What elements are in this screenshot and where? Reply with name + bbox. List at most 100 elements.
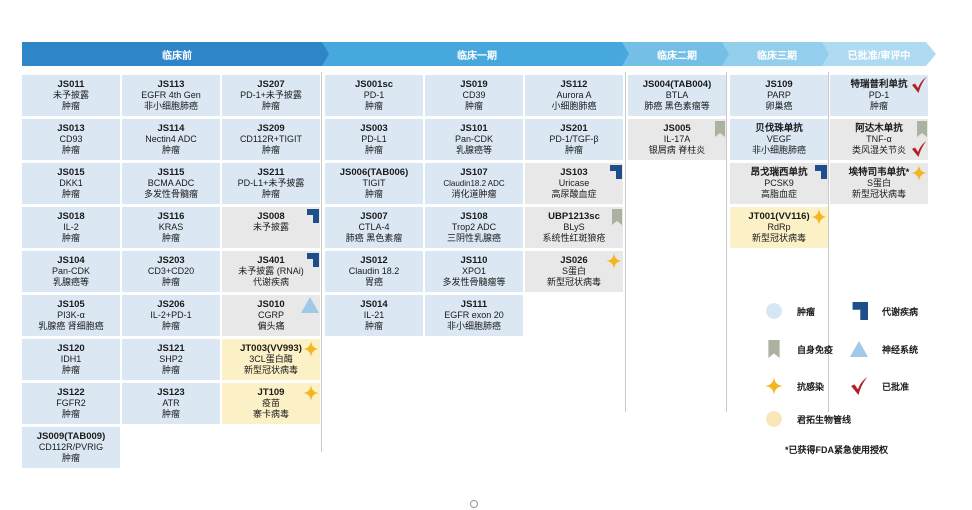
card-indication: 高脂血症 — [760, 189, 797, 199]
card-target: Trop2 ADC — [451, 222, 497, 232]
phase-1: 临床一期 — [322, 42, 632, 66]
approved-check-icon — [850, 377, 872, 395]
anti-infection-icon — [303, 385, 319, 401]
card-code: JT001(VV116) — [748, 211, 810, 222]
card-indication: 肿瘤 — [161, 233, 180, 243]
card-code: 昂戈瑞西单抗 — [750, 167, 808, 178]
card-indication: 系统性红斑狼疮 — [542, 233, 606, 243]
card-code: UBP1213sc — [548, 211, 600, 222]
card-target: BTLA — [665, 90, 689, 100]
card-code: JS115 — [157, 167, 185, 178]
legend-item-neuro: 神经系统 — [850, 340, 918, 358]
separator-4 — [828, 72, 829, 412]
card-indication: 肿瘤 — [61, 145, 80, 155]
anti-infection-icon — [765, 377, 787, 395]
card-indication: 乳腺癌等 — [52, 277, 89, 287]
metabolic-disease-icon — [305, 209, 319, 223]
card-target: 未予披露 — [252, 222, 289, 232]
card-target: 未予披露 (RNAi) — [238, 266, 304, 276]
card-target: CD3+CD20 — [147, 266, 195, 276]
card-code: JS120 — [57, 343, 85, 354]
card-code: JS019 — [460, 79, 488, 90]
card-code: JS211 — [257, 167, 285, 178]
card-target: PI3K-α — [57, 310, 85, 320]
autoimmune-icon — [765, 340, 787, 358]
legend-label: 自身免疫 — [797, 344, 834, 355]
card-code: JS012 — [360, 255, 388, 266]
legend-item-metabolic: 代谢疾病 — [850, 302, 918, 320]
card-code: JS010 — [257, 299, 285, 310]
card-indication: 肿瘤 — [61, 189, 80, 199]
card-indication: 代谢疾病 — [252, 277, 289, 287]
card-target: XPO1 — [461, 266, 486, 276]
card-target: CTLA-4 — [358, 222, 390, 232]
card-target: IL-17A — [663, 134, 691, 144]
card-target: 3CL蛋白酶 — [249, 354, 293, 364]
card-indication: 多发性骨髓瘤 — [143, 189, 198, 199]
junshi-pipeline-icon — [765, 410, 787, 428]
card-code: JS003 — [360, 123, 388, 134]
card-code: JT003(VV993) — [240, 343, 302, 354]
card-target: Pan-CDK — [454, 134, 493, 144]
card-code: JS207 — [257, 79, 285, 90]
card-target: IL-2+PD-1 — [150, 310, 192, 320]
card-code: JS203 — [157, 255, 185, 266]
card-code: JS109 — [765, 79, 793, 90]
card-code: JS006(TAB006) — [339, 167, 409, 178]
card-code: JT109 — [257, 387, 285, 398]
card-indication: 新型冠状病毒 — [751, 233, 806, 243]
card-code: 埃特司韦单抗* — [848, 167, 910, 178]
card-target: CD39 — [462, 90, 486, 100]
card-target: Claudin18.2 ADC — [443, 179, 505, 188]
card-indication: 肿瘤 — [61, 453, 80, 463]
card-code: JS007 — [360, 211, 388, 222]
fda-note: *已获得FDA紧急使用授权 — [785, 445, 888, 455]
card-indication: 肺癌 黑色素瘤等 — [644, 101, 710, 111]
card-indication: 非小细胞肺癌 — [751, 145, 806, 155]
card-code: JS104 — [57, 255, 85, 266]
card-indication: 肿瘤 — [364, 145, 383, 155]
approved-check-icon — [911, 77, 927, 93]
card-indication: 肿瘤 — [364, 321, 383, 331]
legend-label: 肿瘤 — [797, 306, 816, 317]
card-code: JS122 — [57, 387, 85, 398]
card-indication: 卵巢癌 — [765, 101, 793, 111]
card-code: JS114 — [157, 123, 185, 134]
card-indication: 肺癌 黑色素瘤 — [345, 233, 403, 243]
card-indication: 小细胞肺癌 — [551, 101, 597, 111]
legend-label: 神经系统 — [882, 344, 919, 355]
card-indication: 多发性骨髓瘤等 — [442, 277, 506, 287]
card-indication: 乳腺癌等 — [455, 145, 492, 155]
anti-infection-icon — [303, 341, 319, 357]
card-code: 贝伐珠单抗 — [755, 123, 803, 134]
card-indication: 肿瘤 — [364, 189, 383, 199]
card-indication: 肿瘤 — [869, 101, 888, 111]
card-code: JS401 — [257, 255, 285, 266]
card-indication: 偏头痛 — [257, 321, 285, 331]
autoimmune-icon — [612, 209, 622, 225]
card-target: PD-1 — [363, 90, 385, 100]
